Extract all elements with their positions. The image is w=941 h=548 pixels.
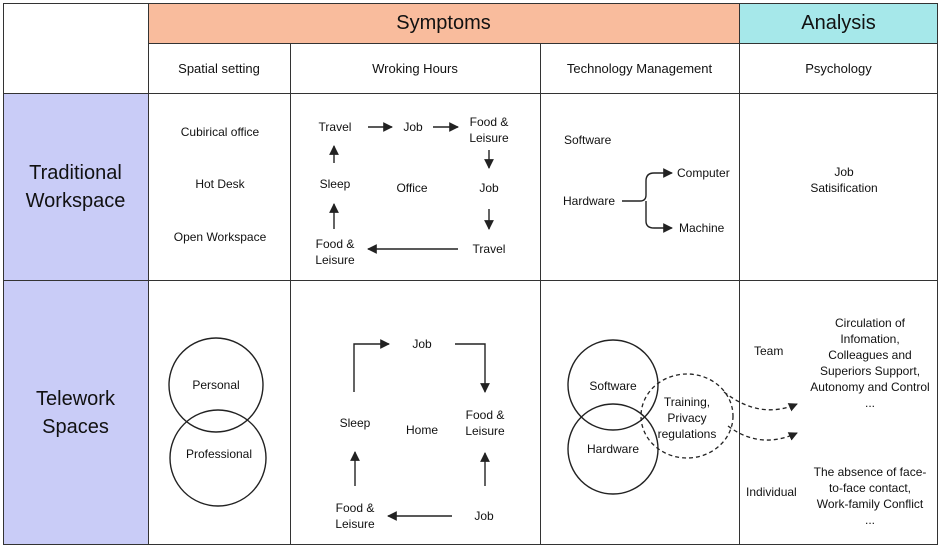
dashed-overlap-ellipse [640,373,734,459]
tech-software: Software [564,133,612,147]
spatial-open-workspace: Open Workspace [173,230,267,244]
tech-overlap-label: Training, Privacy regulations [657,395,717,441]
hours-job-top: Job [412,337,432,351]
dashed-arrow-to-individual [727,425,798,441]
column-header-hours: Wroking Hours [372,60,458,76]
tech-software: Software [589,379,637,393]
column-header-psychology: Psychology [805,60,872,76]
analysis-header: Analysis [739,3,938,43]
hours-job-top: Job [403,120,423,134]
spatial-personal: Personal [192,378,240,392]
psych-individual: Individual [746,485,797,499]
hours-food-bottom: Food & Leisure [335,501,375,531]
arrow-job-to-food [455,343,490,393]
symptoms-header: Symptoms [148,3,739,43]
hours-home: Home [405,423,438,437]
hours-sleep: Sleep [319,177,351,191]
tech-hardware: Hardware [586,442,640,456]
hours-food-top: Food & Leisure [469,115,509,145]
hardware-bracket [622,172,671,202]
tech-computer: Computer [677,166,730,180]
hours-travel-top: Travel [318,120,352,134]
spatial-hot-desk: Hot Desk [195,177,245,191]
hours-sleep: Sleep [339,416,371,430]
column-header-spatial: Spatial setting [178,60,260,76]
psych-individual-items: The absence of face- to-face contact, Wo… [813,465,927,527]
spatial-cubirical-office: Cubirical office [180,125,260,139]
spatial-professional: Professional [185,447,253,461]
circle-software [567,339,659,431]
arrow-sleep-to-job [353,339,390,392]
hours-food-bottom: Food & Leisure [315,237,355,267]
psych-team: Team [754,344,784,358]
hours-job-bottom: Job [474,509,494,523]
tech-machine: Machine [679,221,725,235]
hours-travel-bottom: Travel [472,242,506,256]
circle-personal [168,337,264,433]
hours-food-right: Food & Leisure [465,408,505,438]
row-label-telework: Telework Spaces [3,280,148,545]
column-header-tech: Technology Management [566,60,713,76]
table-grid [3,3,938,545]
tech-hardware: Hardware [563,194,616,208]
row-label-traditional: Traditional Workspace [3,93,148,280]
dashed-arrow-to-team [723,391,798,412]
psych-job-satisfaction: Job Satisification [810,165,878,195]
hours-office: Office [396,181,428,195]
circle-professional [169,409,267,507]
psych-team-items: Circulation of Infomation, Colleagues an… [810,316,930,410]
hours-job-mid: Job [479,181,499,195]
